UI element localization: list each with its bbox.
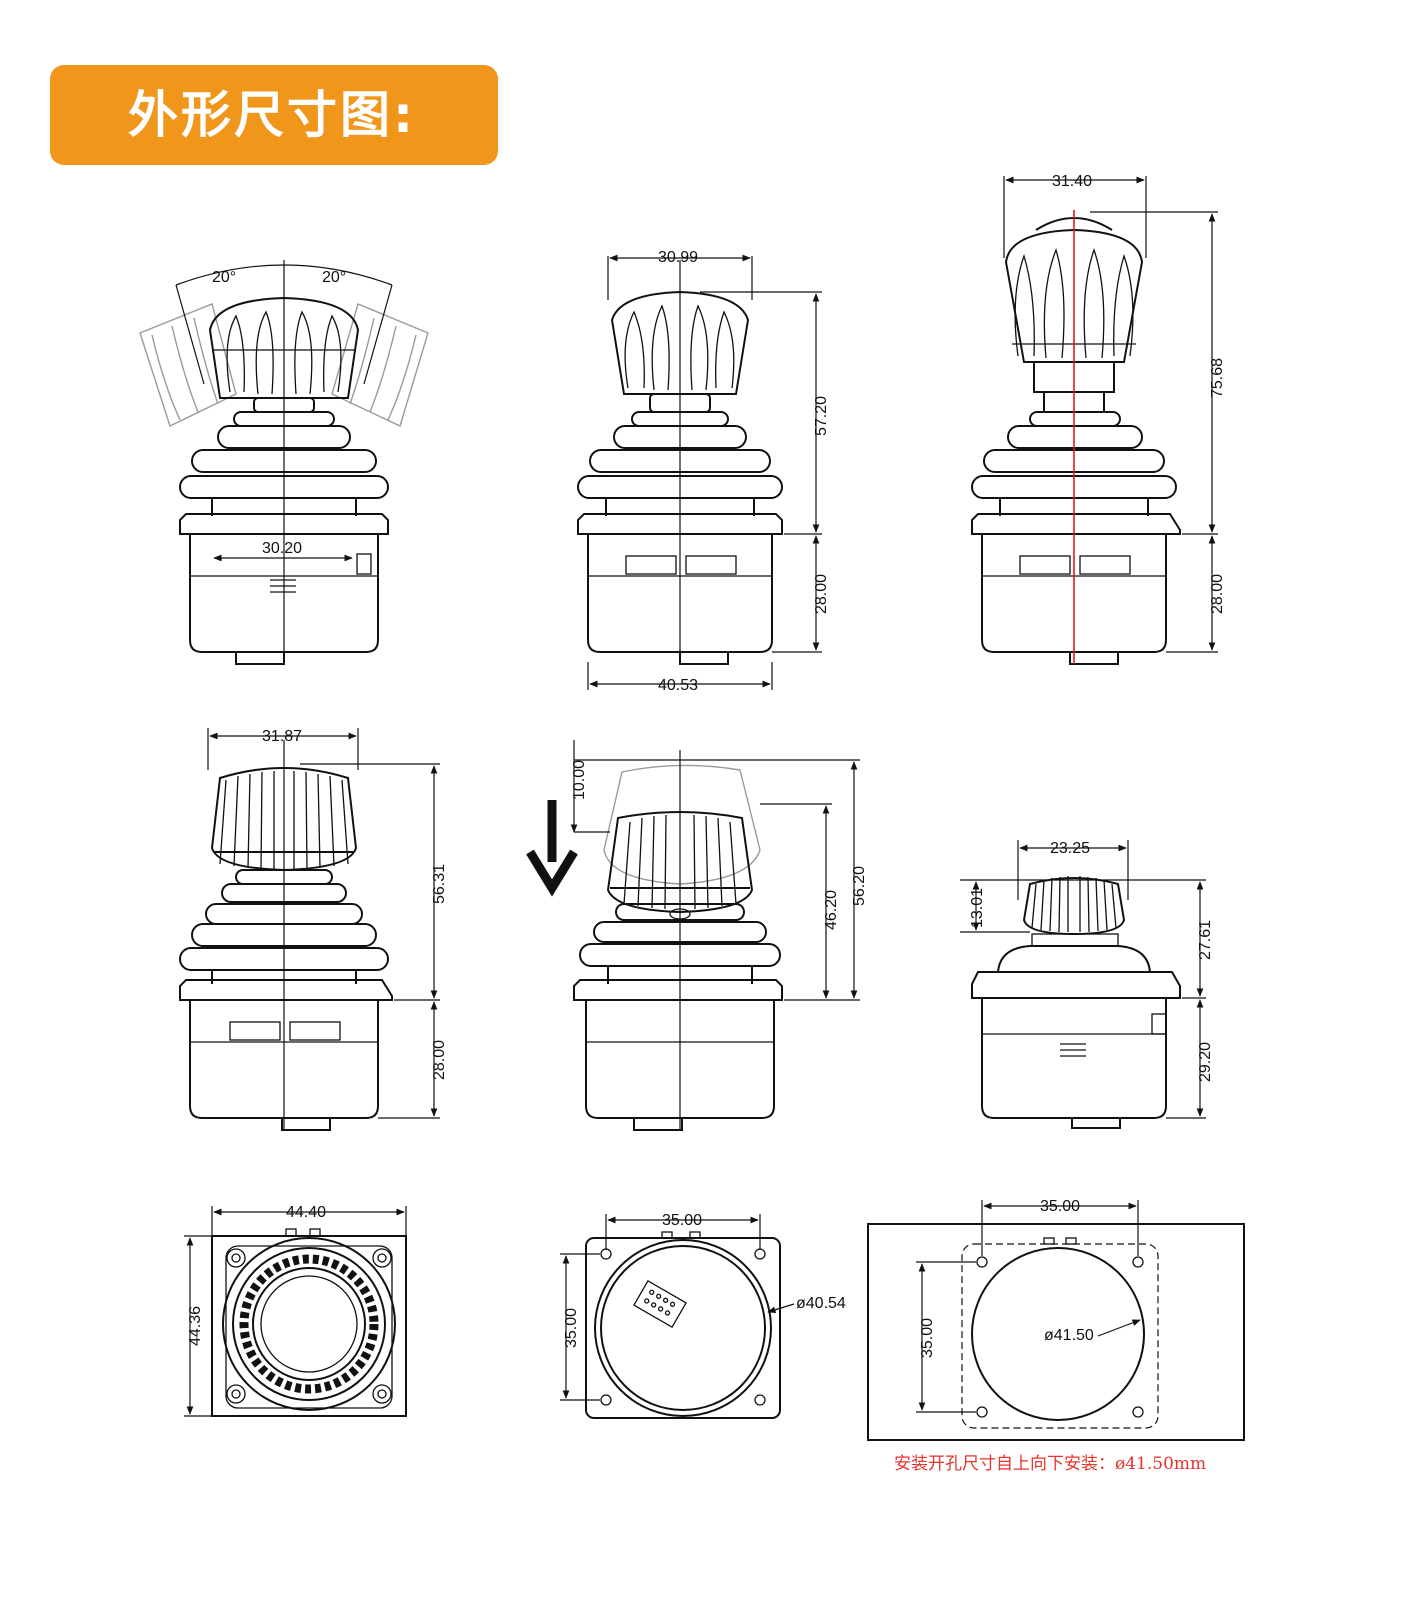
dim-height-base: 28.00 bbox=[813, 574, 830, 614]
dim-height-upper: 27.61 bbox=[1197, 920, 1214, 960]
housing bbox=[179, 979, 393, 1131]
dim-height-normal: 56.20 bbox=[851, 866, 868, 906]
press-view: 10.00 46.20 56.20 bbox=[526, 740, 868, 1131]
dim-pitch-y: 35.00 bbox=[563, 1308, 580, 1348]
dim-press-travel: 10.00 bbox=[571, 760, 588, 800]
angle-left-label: 20° bbox=[212, 269, 236, 286]
dim-diameter: ø41.50 bbox=[1044, 1327, 1094, 1344]
dim-height-upper: 56.31 bbox=[431, 864, 448, 904]
page-title: 外形尺寸图: bbox=[128, 86, 416, 144]
bottom-view: 35.00 35.00 ø40.54 bbox=[560, 1212, 846, 1419]
dim-knob-width: 31.87 bbox=[262, 728, 302, 745]
angle-right-label: 20° bbox=[322, 269, 346, 286]
dim-width: 44.40 bbox=[286, 1204, 326, 1221]
side-view: 31.40 75.68 28.00 bbox=[971, 173, 1226, 665]
housing bbox=[573, 979, 783, 1131]
dim-pitch-x: 35.00 bbox=[662, 1212, 702, 1229]
dim-knob-width: 30.99 bbox=[658, 249, 698, 266]
front-view: 30.99 57.20 28.00 40.53 bbox=[577, 249, 830, 694]
cutout-view: 35.00 35.00 ø41.50 bbox=[867, 1198, 1245, 1441]
installation-note: 安装开孔尺寸自上向下安装：ø41.50mm bbox=[894, 1454, 1206, 1474]
dim-knob-width: 23.25 bbox=[1050, 840, 1090, 857]
dim-knob-height: 13.01 bbox=[969, 888, 986, 928]
dim-knob-width: 31.40 bbox=[1052, 173, 1092, 190]
rubber-boot bbox=[179, 397, 389, 516]
dim-height-base: 28.00 bbox=[1209, 574, 1226, 614]
tilt-view: 20° 20° 30.20 bbox=[139, 260, 429, 665]
housing bbox=[179, 513, 389, 665]
top-view: 44.40 44.36 bbox=[184, 1204, 407, 1417]
dim-diameter: ø40.54 bbox=[796, 1295, 846, 1312]
short-knob-view: 23.25 13.01 27.61 29.20 bbox=[960, 840, 1214, 1129]
knob bbox=[1022, 876, 1126, 947]
knob bbox=[210, 767, 358, 872]
dim-height-base: 29.20 bbox=[1197, 1042, 1214, 1082]
connector-icon bbox=[633, 1279, 687, 1329]
dim-base-width: 40.53 bbox=[658, 677, 698, 694]
title-banner bbox=[50, 65, 498, 165]
dim-height-base: 28.00 bbox=[431, 1040, 448, 1080]
housing bbox=[971, 513, 1181, 665]
dim-height: 44.36 bbox=[187, 1306, 204, 1346]
press-arrow bbox=[526, 849, 578, 897]
dim-base-width: 30.20 bbox=[262, 540, 302, 557]
dim-pitch-y: 35.00 bbox=[919, 1318, 936, 1358]
dim-height-pressed: 46.20 bbox=[823, 890, 840, 930]
dim-height-total: 75.68 bbox=[1209, 358, 1226, 398]
dim-height-upper: 57.20 bbox=[813, 396, 830, 436]
tilted-knob-right-ghost bbox=[331, 303, 429, 427]
dim-pitch-x: 35.00 bbox=[1040, 1198, 1080, 1215]
ribbed-knob-view: 31.87 56.31 28.00 bbox=[179, 728, 448, 1131]
housing bbox=[971, 945, 1181, 1129]
tilted-knob-left-ghost bbox=[139, 303, 237, 427]
